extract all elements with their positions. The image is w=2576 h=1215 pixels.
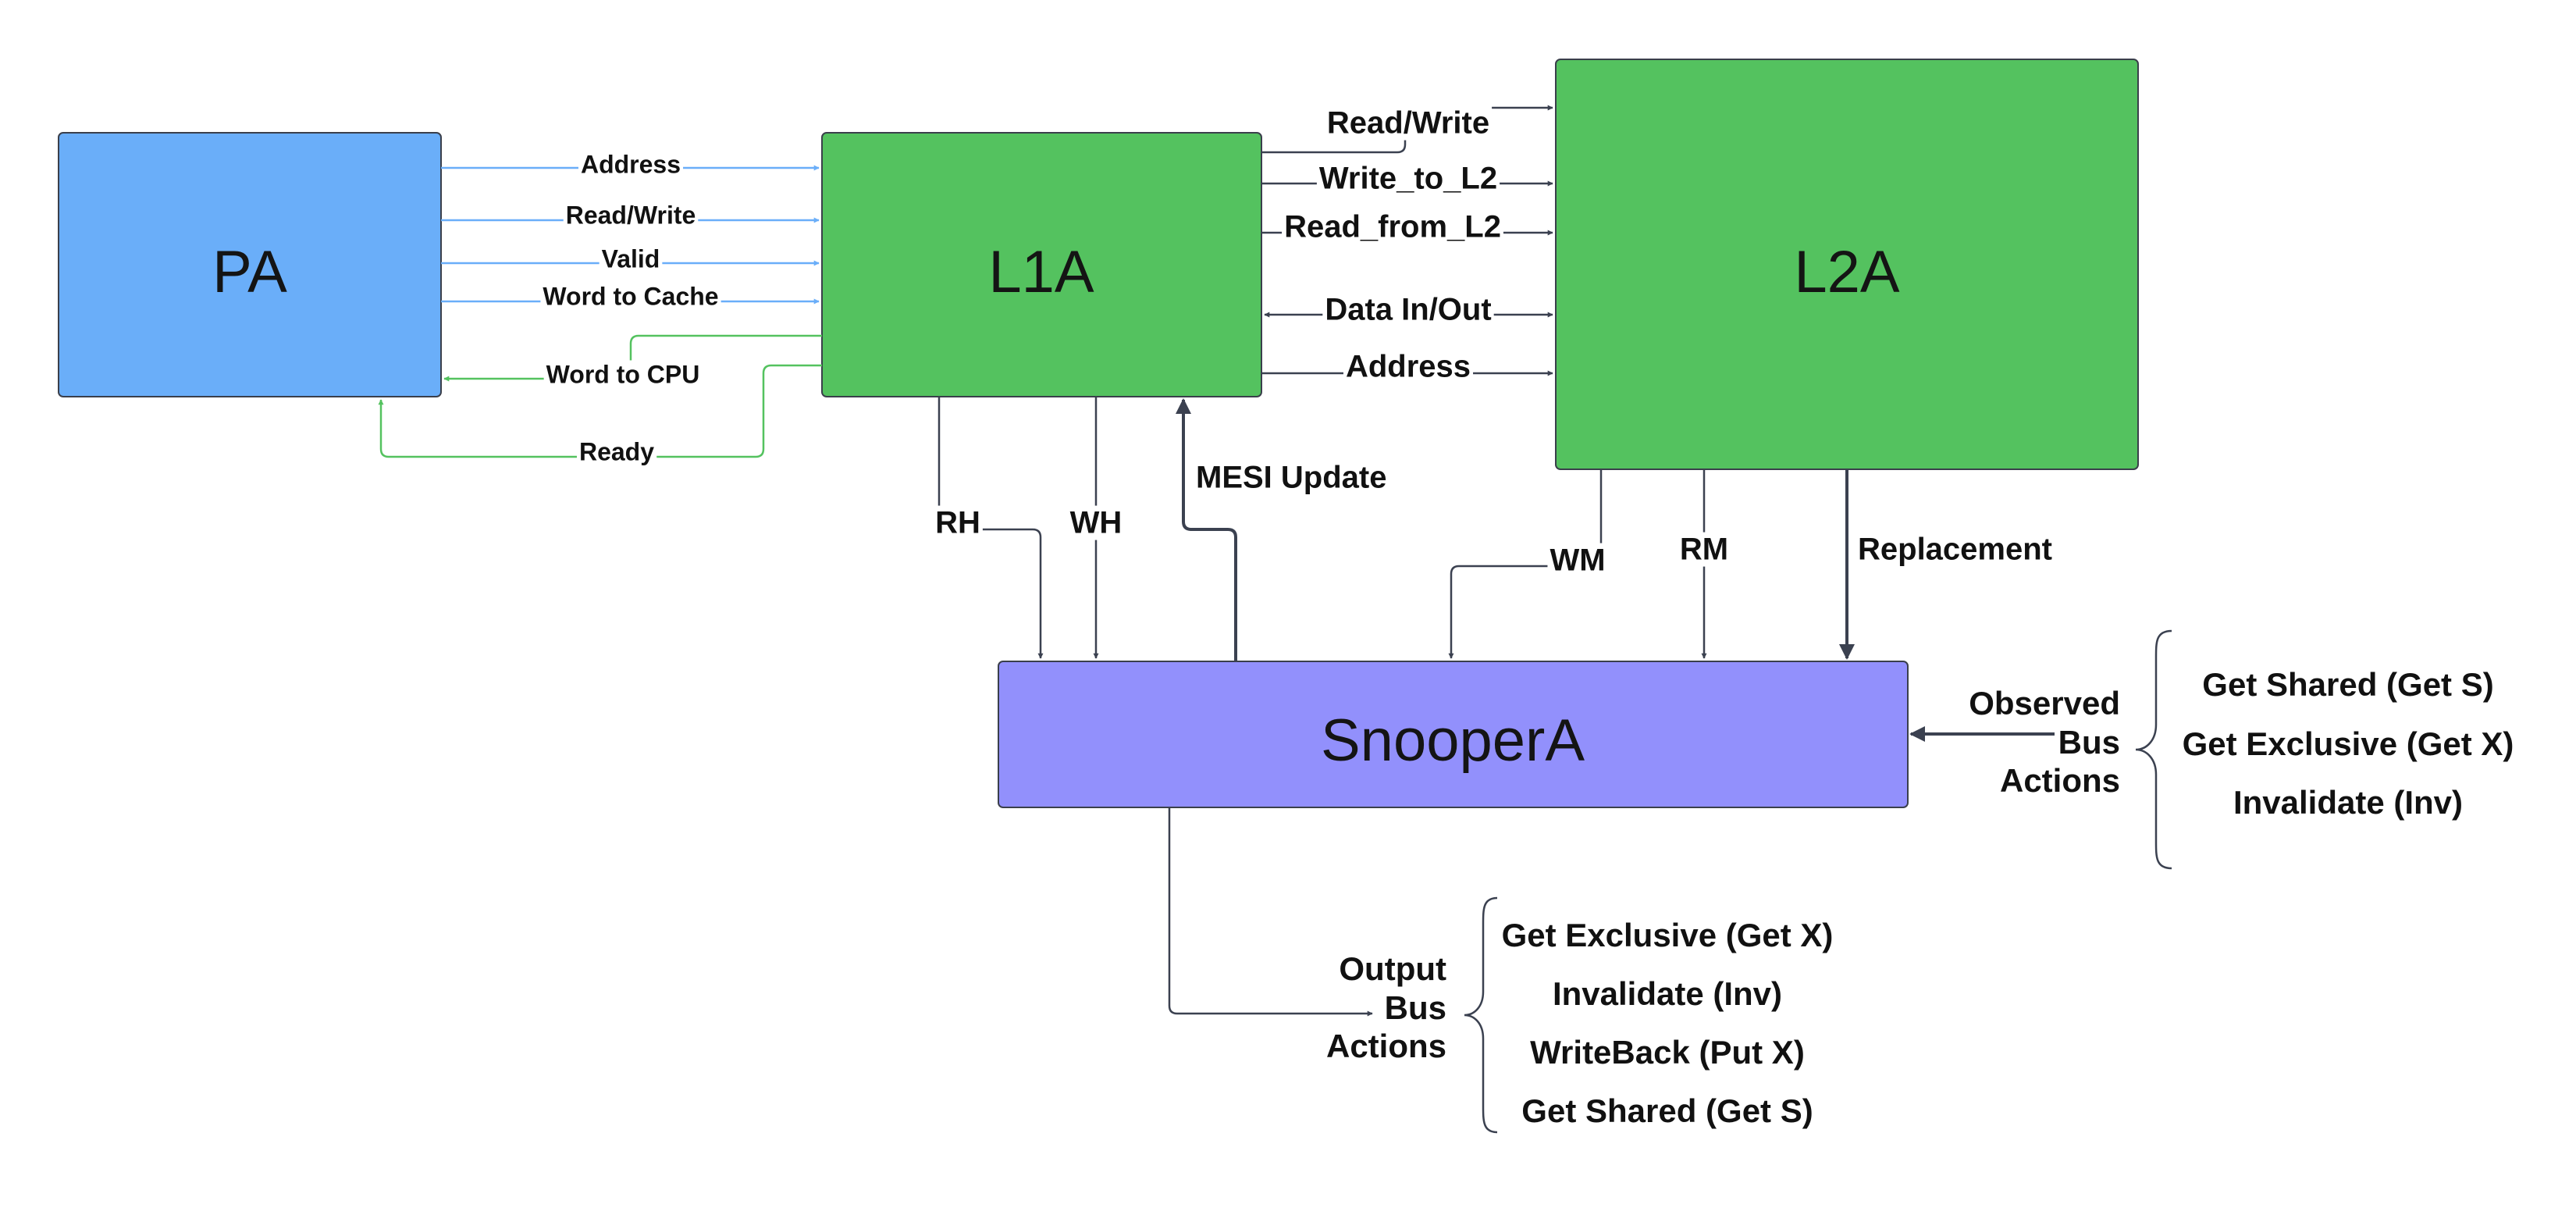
ready-wire (378, 364, 822, 458)
wm-wire (1448, 469, 1603, 659)
ready-label: Ready (579, 437, 654, 465)
output-bus-actions: Output Bus Actions Get Exclusive (Get X)… (1168, 807, 1836, 1134)
observed-item-2: Get Exclusive (Get X) (2183, 725, 2514, 762)
label-backdrop (1323, 1028, 1449, 1065)
observed-brace (2135, 629, 2172, 870)
mesi-update-wire (1176, 398, 1237, 661)
read-from-l2-label: Read_from_L2 (1284, 210, 1501, 244)
label-backdrop (1336, 950, 1450, 988)
label-backdrop (1519, 1092, 1816, 1130)
l2a-title: L2A (1794, 239, 1900, 305)
snooper-box (998, 661, 1909, 808)
snooper-title: SnooperA (1321, 707, 1585, 774)
label-backdrop (578, 150, 684, 179)
label-backdrop (1547, 543, 1608, 578)
output-item-1: Get Exclusive (Get X) (1502, 917, 1834, 953)
word-to-cpu-wire (443, 334, 822, 382)
label-backdrop (1282, 209, 1503, 244)
pa-box (58, 132, 442, 397)
label-backdrop (2055, 724, 2122, 761)
label-backdrop (599, 244, 663, 273)
label-backdrop (1528, 1034, 1807, 1071)
l2a-snooper-wires (1448, 469, 1855, 660)
observed-label-line-1: Observed (1969, 685, 2120, 722)
label-backdrop (576, 437, 657, 466)
output-label-line-3: Actions (1326, 1028, 1446, 1064)
output-item-2: Invalidate (Inv) (1553, 975, 1782, 1012)
label-backdrop (543, 360, 703, 389)
replacement-label: Replacement (1858, 533, 2052, 567)
label-backdrop (1997, 762, 2122, 800)
l2a-block: L2A (1555, 59, 2139, 470)
l1a-box (821, 132, 1262, 397)
label-backdrop (1194, 460, 1389, 495)
label-backdrop (2179, 725, 2517, 763)
label-backdrop (563, 201, 699, 230)
l1a-l2a-labels: Read/Write Write_to_L2 Read_from_L2 Data… (1282, 105, 1503, 384)
snooper-block: SnooperA (998, 661, 1909, 808)
label-backdrop (1324, 105, 1493, 141)
label-backdrop (1677, 532, 1731, 567)
observed-label-line-3: Actions (2000, 762, 2120, 799)
read-write-label: Read/Write (566, 201, 696, 229)
l1a-block: L1A (821, 132, 1262, 397)
mesi-update-label: MESI Update (1196, 461, 1386, 495)
observed-label-line-2: Bus (2058, 724, 2120, 761)
label-backdrop (1856, 532, 2055, 567)
word-to-cache-label: Word to Cache (543, 282, 718, 310)
observed-item-3: Invalidate (Inv) (2233, 784, 2463, 821)
output-label-line-1: Output (1339, 950, 1446, 987)
output-item-3: WriteBack (Put X) (1530, 1034, 1805, 1071)
label-backdrop (2200, 666, 2496, 704)
pa-title: PA (212, 239, 287, 305)
write-to-l2-label: Write_to_L2 (1319, 162, 1497, 196)
l1-read-write-label: Read/Write (1327, 106, 1489, 141)
label-backdrop (1382, 989, 1449, 1027)
label-backdrop (1322, 292, 1494, 327)
l1a-snooper-labels: RH WH MESI Update (933, 460, 1389, 540)
output-label-line-2: Bus (1385, 989, 1446, 1026)
data-in-out-label: Data In/Out (1325, 293, 1491, 327)
label-backdrop (1343, 349, 1474, 384)
label-backdrop (1067, 505, 1125, 540)
rm-label: RM (1680, 533, 1728, 567)
label-backdrop (1550, 975, 1785, 1013)
l1a-title: L1A (988, 239, 1094, 305)
label-backdrop (933, 505, 983, 540)
label-backdrop (1316, 161, 1500, 196)
l1-address-label: Address (1346, 350, 1471, 384)
wm-label: WM (1550, 543, 1605, 578)
label-backdrop (2230, 784, 2466, 821)
address-label: Address (581, 150, 681, 178)
pa-block: PA (58, 132, 442, 397)
output-brace (1464, 896, 1498, 1134)
label-backdrop (1499, 917, 1836, 954)
word-to-cpu-label: Word to CPU (546, 360, 700, 388)
observed-item-1: Get Shared (Get S) (2202, 666, 2493, 703)
observed-bus-actions: Observed Bus Actions Get Shared (Get S) … (1909, 629, 2517, 870)
rh-label: RH (935, 506, 980, 540)
output-item-4: Get Shared (Get S) (1521, 1092, 1813, 1129)
output-bus-wire (1168, 807, 1373, 1017)
valid-label: Valid (602, 244, 660, 273)
label-backdrop (1966, 685, 2122, 722)
l2a-snooper-labels: WM RM Replacement (1547, 532, 2055, 578)
label-backdrop (540, 282, 721, 311)
wh-label: WH (1070, 506, 1123, 540)
pa-l1a-labels: Address Read/Write Valid Word to Cache W… (540, 150, 721, 466)
rh-wire (938, 397, 1044, 659)
